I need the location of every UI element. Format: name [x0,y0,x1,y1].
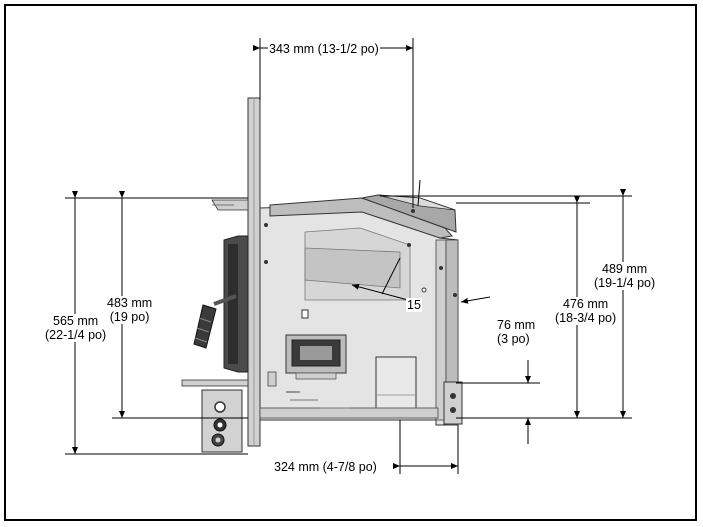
right-foot-bracket [443,381,463,425]
right-outer-dimension-label: 489 mm (19-1/4 po) [593,262,657,290]
right-outer-in: (19-1/4 po) [594,276,656,290]
right-small-mm: 76 mm [497,318,536,332]
left-inner-mm: 483 mm [107,296,153,310]
rear-motor [211,199,249,373]
side-handle [193,294,237,349]
bottom-left-control-box [181,379,249,453]
right-small-in: (3 po) [497,332,530,346]
callout-number: 15 [406,298,422,312]
right-small-dimension-label: 76 mm (3 po) [496,318,537,346]
left-inner-dimension-label: 483 mm (19 po) [106,296,154,324]
right-inner-mm: 476 mm [563,297,609,311]
right-inner-dimension-label: 476 mm (18-3/4 po) [554,297,618,325]
center-bracket [285,334,347,380]
right-inner-in: (18-3/4 po) [555,311,617,325]
left-outer-mm: 565 mm [53,314,99,328]
left-outer-in: (22-1/4 po) [45,328,107,342]
left-outer-dimension-label: 565 mm (22-1/4 po) [44,314,108,342]
machine-body [247,97,459,447]
bottom-width-label: 324 mm (4-7/8 po) [273,460,378,474]
top-width-label: 343 mm (13-1/2 po) [268,42,380,56]
right-outer-mm: 489 mm [602,262,648,276]
left-inner-in: (19 po) [109,310,150,324]
